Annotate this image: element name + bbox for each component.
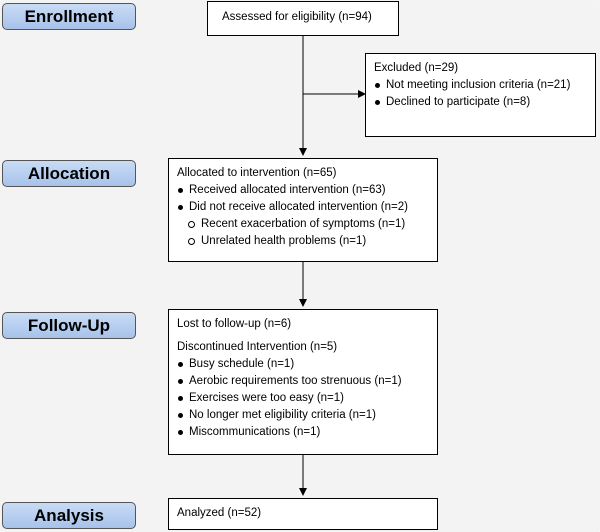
list-item: Miscommunications (n=1): [177, 424, 429, 441]
list-item: Aerobic requirements too strenuous (n=1): [177, 373, 429, 390]
allocated-box: Allocated to intervention (n=65) Receive…: [168, 158, 438, 262]
excluded-list: Not meeting inclusion criteria (n=21) De…: [374, 77, 587, 111]
stage-label-analysis: Analysis: [2, 502, 136, 529]
list-item: No longer met eligibility criteria (n=1): [177, 407, 429, 424]
discontinued-title: Discontinued Intervention (n=5): [177, 341, 338, 353]
list-item: Did not receive allocated intervention (…: [177, 199, 429, 216]
stage-followup-text: Follow-Up: [27, 315, 111, 335]
stage-enrollment-text: Enrollment: [24, 6, 114, 26]
followup-box: Lost to follow-up (n=6) Discontinued Int…: [168, 309, 438, 455]
list-item: Busy schedule (n=1): [177, 356, 429, 373]
assessed-text: Assessed for eligibility (n=94): [222, 11, 372, 23]
discontinued-list: Busy schedule (n=1) Aerobic requirements…: [177, 356, 429, 441]
assessed-box: Assessed for eligibility (n=94): [207, 1, 399, 36]
analyzed-box: Analyzed (n=52): [168, 498, 438, 530]
stage-label-allocation: Allocation: [2, 160, 136, 187]
list-item: Received allocated intervention (n=63): [177, 182, 429, 199]
allocated-title: Allocated to intervention (n=65): [177, 167, 337, 179]
excluded-title: Excluded (n=29): [374, 62, 459, 74]
list-item: Not meeting inclusion criteria (n=21): [374, 77, 587, 94]
lost-to-followup: Lost to follow-up (n=6): [177, 318, 292, 330]
list-item: Declined to participate (n=8): [374, 94, 587, 111]
stage-label-followup: Follow-Up: [2, 312, 136, 339]
sub-list-item: Unrelated health problems (n=1): [177, 233, 429, 250]
stage-analysis-text: Analysis: [34, 505, 104, 525]
list-item: Exercises were too easy (n=1): [177, 390, 429, 407]
sub-list-item: Recent exacerbation of symptoms (n=1): [177, 216, 429, 233]
allocated-list: Received allocated intervention (n=63) D…: [177, 182, 429, 250]
stage-allocation-text: Allocation: [27, 163, 111, 183]
excluded-box: Excluded (n=29) Not meeting inclusion cr…: [365, 53, 596, 137]
stage-label-enrollment: Enrollment: [2, 3, 136, 30]
analyzed-text: Analyzed (n=52): [177, 507, 262, 519]
